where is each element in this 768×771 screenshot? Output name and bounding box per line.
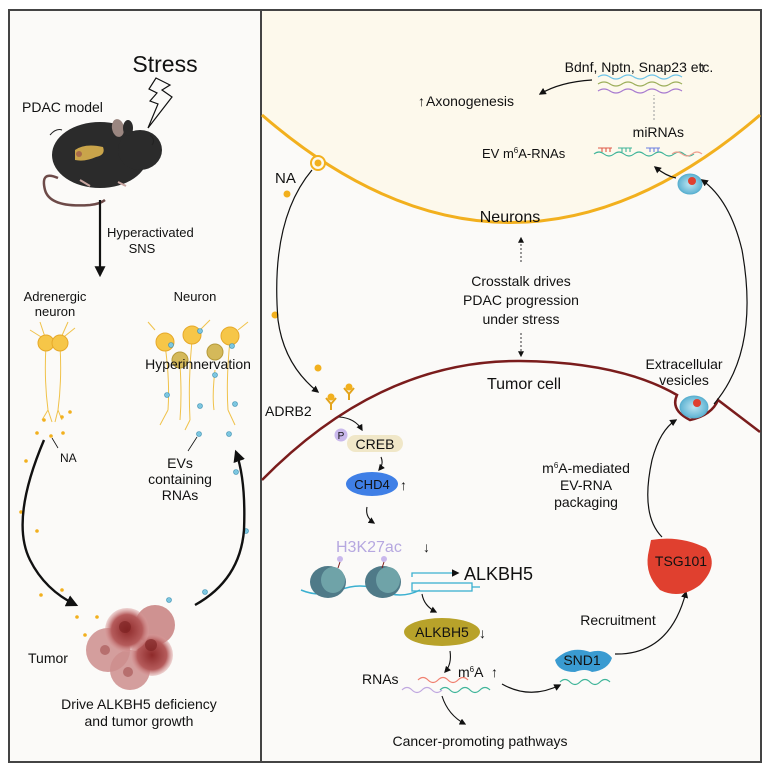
ev-to-neuron-arrow-right [700, 179, 748, 405]
ev-label-line2: vesicles [659, 372, 709, 388]
crosstalk-line2: PDAC progression [463, 292, 579, 308]
tumor-label: Tumor [28, 650, 68, 666]
ev-rnas-label: EV m6A-RNAs [482, 146, 566, 161]
h3k27ac-down-arrow: ↓ [423, 539, 430, 555]
na-pointer [51, 437, 59, 449]
h3k27ac-label: H3K27ac [336, 539, 402, 556]
outcome-label-line1: Drive ALKBH5 deficiency [61, 696, 217, 712]
transcription-start-arrow [411, 569, 460, 577]
snd1-node [555, 649, 612, 672]
alkbh5-to-rnas-arrow [444, 650, 451, 673]
neuron-membrane [261, 113, 761, 224]
gene-to-protein-arrow [421, 593, 438, 613]
na-dot [314, 364, 322, 372]
neurons-label: Neurons [480, 209, 540, 226]
na-label-left: NA [60, 451, 77, 465]
sns-label-line2: SNS [129, 241, 156, 256]
na-to-adrb2-arrow [276, 169, 320, 393]
rnas-to-pathways-arrow [441, 695, 467, 725]
m6a-label: m6A [458, 664, 484, 680]
stress-label: Stress [132, 51, 197, 77]
ev-cargo-icon [693, 399, 701, 407]
evs-label-line1: EVs [167, 455, 193, 471]
na-to-tumor-arrow [21, 439, 79, 607]
axonogenesis-label: Axonogenesis [426, 93, 514, 109]
adrenergic-label-line2: neuron [35, 304, 75, 319]
chd4-label: CHD4 [354, 477, 389, 492]
evs-label-line3: RNAs [162, 487, 199, 503]
chd4-node [346, 472, 398, 496]
outcome-label-line2: and tumor growth [85, 713, 194, 729]
pathways-label: Cancer-promoting pathways [392, 733, 567, 749]
lightning-icon [147, 77, 173, 129]
recruitment-label: Recruitment [580, 612, 656, 628]
ev-dots-left [164, 328, 249, 603]
packaging-line2: EV-RNA [560, 477, 613, 493]
mirnas-label: miRNAs [633, 124, 684, 140]
mirna-strands [593, 147, 703, 157]
neuron-cluster-icon [147, 319, 249, 431]
snd1-to-tsg101-arrow [614, 590, 689, 655]
na-dot [283, 190, 291, 198]
pdac-model-label: PDAC model [22, 99, 103, 115]
na-dots-left [19, 410, 99, 637]
neuron-label: Neuron [174, 289, 217, 304]
evs-label-line2: containing [148, 471, 212, 487]
tumor-cell-label: Tumor cell [487, 376, 561, 393]
chd4-to-h3k27ac-arrow [366, 506, 376, 524]
phospho-icon [334, 428, 348, 442]
m6a-rna-waves [401, 676, 491, 694]
neurons-region [262, 11, 760, 223]
adrenergic-neuron-icon [29, 321, 76, 423]
sns-label-line1: Hyperactivated [107, 225, 194, 240]
adrb2-to-creb-arrow [338, 416, 363, 432]
tumor-icon [86, 605, 175, 690]
na-dot [345, 383, 353, 391]
axonogenesis-up-arrow: ↑ [418, 93, 425, 109]
rnas-to-snd1-arrow [501, 683, 562, 693]
ev-pointer [187, 436, 198, 452]
ev-budding-icon [679, 395, 709, 419]
alkbh5-gene-label: ALKBH5 [464, 564, 533, 584]
na-label-right: NA [275, 170, 296, 187]
packaging-line3: packaging [554, 494, 618, 510]
alkbh5-protein-node [404, 618, 480, 646]
tsg101-node [647, 538, 712, 594]
ev-label-line1: Extracellular [645, 356, 722, 372]
m6a-up-arrow: ↑ [491, 664, 498, 680]
adrb2-receptor-icon [325, 387, 355, 410]
snd1-label: SND1 [563, 652, 601, 668]
crosstalk-line1: Crosstalk drives [471, 273, 571, 289]
na-dot [314, 159, 322, 167]
genes-label: Bdnf, Nptn, Snap23 etc. [565, 59, 714, 75]
ev-to-mirna-arrow [653, 166, 677, 179]
adrb2-label: ADRB2 [265, 403, 312, 419]
p-label: P [338, 431, 345, 442]
ev-to-neuron-arrow [194, 449, 246, 607]
tsg101-label: TSG101 [655, 553, 707, 569]
tumor-cell-membrane [261, 359, 761, 481]
tsg101-to-ev-arrow [647, 419, 678, 538]
genes-to-axonogenesis-arrow [538, 79, 593, 95]
creb-node [347, 435, 403, 452]
na-dot [271, 311, 279, 319]
crosstalk-line3: under stress [482, 311, 559, 327]
na-dot [327, 393, 335, 401]
genes-up-arrow: ↑ [699, 59, 706, 75]
rnas-label: RNAs [362, 671, 399, 687]
hyperinnervation-label: Hyperinnervation [145, 356, 251, 372]
creb-label: CREB [356, 436, 395, 452]
chd4-up-arrow: ↑ [400, 477, 407, 493]
adrenergic-label-line1: Adrenergic [24, 289, 87, 304]
snd1-bound-rna [559, 678, 611, 686]
alkbh5-down-arrow: ↓ [479, 625, 486, 641]
alkbh5-protein-label: ALKBH5 [415, 624, 469, 640]
packaging-line1: m6A-mediated [542, 460, 630, 476]
creb-to-chd4-arrow [378, 456, 385, 472]
ev-cargo-icon [688, 177, 696, 185]
mrna-waves [597, 74, 683, 94]
mouse-icon [42, 119, 162, 207]
nucleosome-icon [300, 556, 421, 598]
